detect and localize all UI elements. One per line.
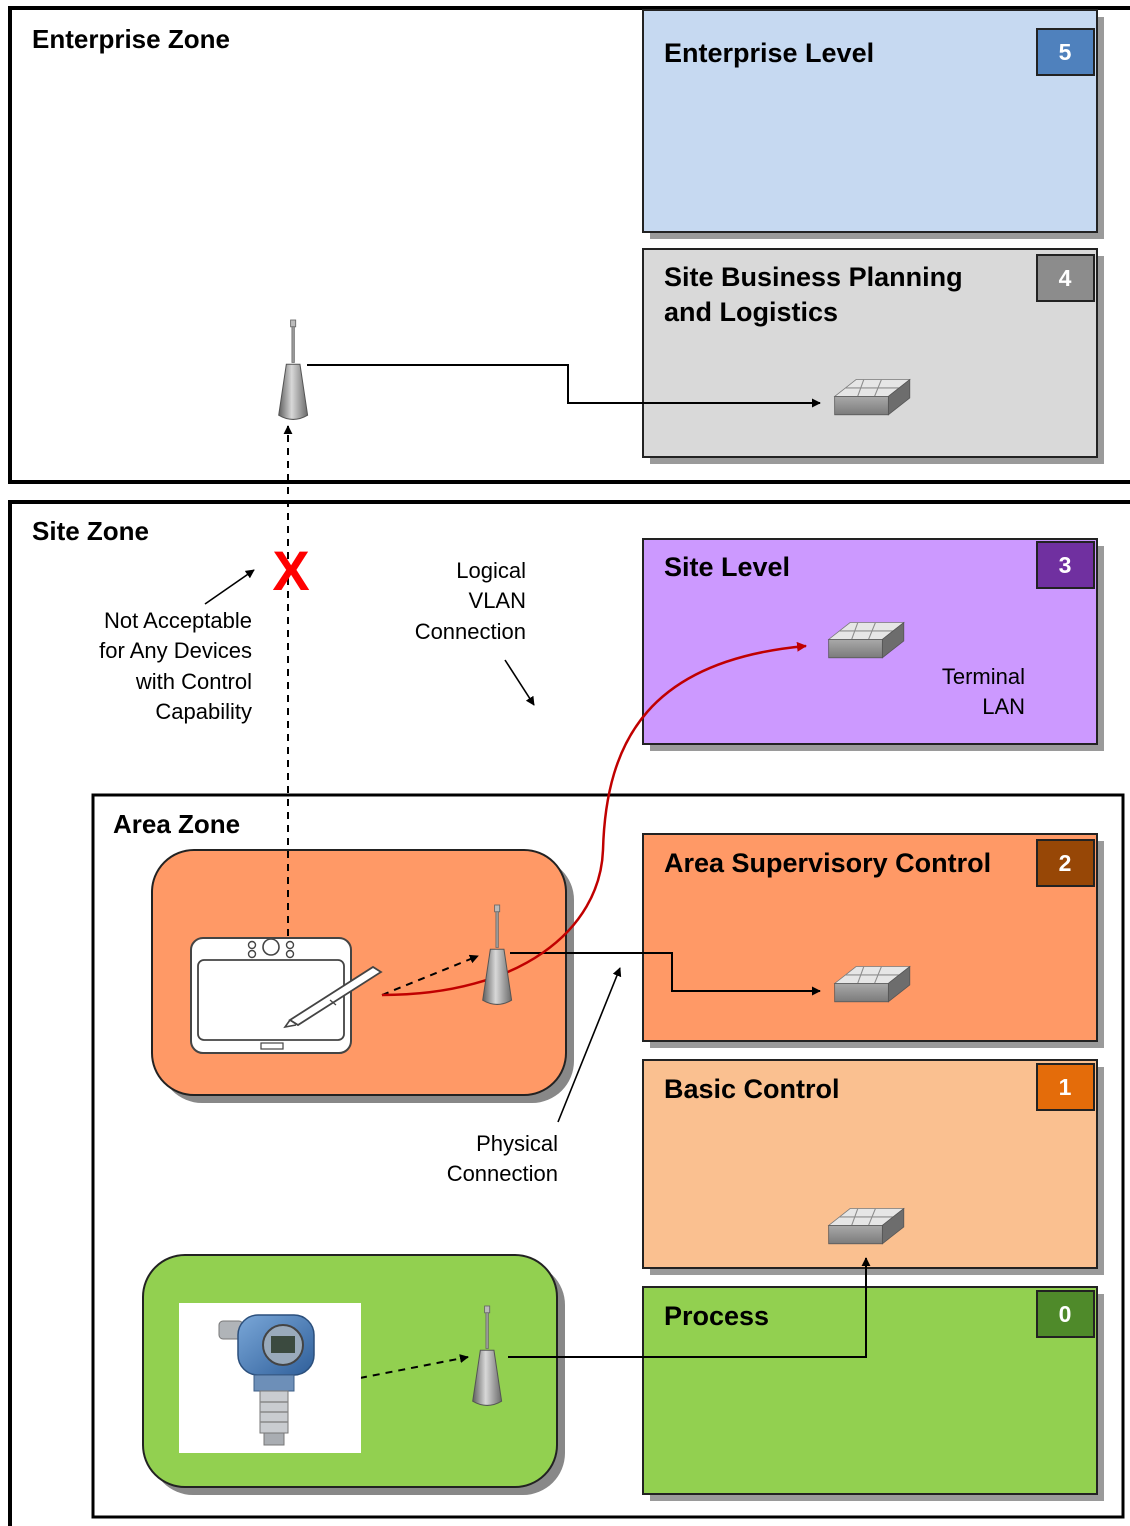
physical-link	[510, 952, 821, 996]
not-acceptable-pointer	[204, 569, 255, 605]
level-title: Site Level	[664, 552, 790, 582]
level-box	[642, 248, 1098, 458]
area-zone-title: Area Zone	[113, 809, 240, 839]
tablet-pen-icon	[190, 937, 383, 1054]
level-title: Enterprise Level	[664, 38, 874, 68]
note-line: Terminal	[942, 664, 1025, 689]
physical-link	[307, 364, 821, 408]
note-line: Connection	[415, 619, 526, 644]
level-number: 1	[1059, 1074, 1072, 1100]
level-title: Process	[664, 1301, 769, 1331]
note-line: Capability	[155, 699, 252, 724]
note-line: for Any Devices	[99, 638, 252, 663]
level-4-site-business: Site Business Planning and Logistics 4	[642, 248, 1104, 464]
level-0-process: Process 0	[642, 1286, 1104, 1501]
level-2-area-supervisory: Area Supervisory Control 2	[642, 833, 1104, 1048]
level-box	[642, 1286, 1098, 1495]
level-number: 0	[1059, 1301, 1072, 1327]
level-box	[642, 9, 1098, 233]
note-line: with Control	[135, 669, 252, 694]
level-number: 5	[1059, 39, 1072, 65]
note-line: Connection	[447, 1161, 558, 1186]
level-badge	[1036, 254, 1095, 302]
level-number: 2	[1059, 850, 1072, 876]
physical-note: Physical Connection	[447, 1131, 558, 1186]
note-line: Logical	[456, 558, 526, 583]
level-number: 3	[1059, 552, 1072, 578]
enterprise-zone: Enterprise Zone	[8, 6, 1130, 484]
level-5-enterprise: Enterprise Level 5	[642, 9, 1104, 239]
level-number: 4	[1059, 265, 1072, 291]
wireless-link	[359, 1354, 469, 1379]
physical-pointer	[557, 967, 622, 1123]
enterprise-zone-title: Enterprise Zone	[32, 24, 230, 54]
physical-link	[508, 1257, 871, 1358]
level-3-site: Site Level 3	[642, 538, 1104, 751]
level-badge	[1036, 839, 1095, 887]
level-badge	[1036, 1290, 1095, 1338]
site-zone: Site Zone	[8, 500, 1130, 1526]
note-line: VLAN	[469, 588, 526, 613]
note-line: Physical	[476, 1131, 558, 1156]
level-badge	[1036, 1063, 1095, 1111]
level-title: Site Business Planning	[664, 262, 963, 292]
level-title: Area Supervisory Control	[664, 848, 991, 878]
level-badge	[1036, 28, 1095, 76]
level-title-line-2: and Logistics	[664, 297, 838, 327]
pressure-transmitter-icon	[179, 1303, 361, 1453]
wireless-access-point-icon	[278, 319, 309, 420]
blocked-x-mark: X	[272, 539, 309, 602]
not-acceptable-note: Not Acceptable for Any Devices with Cont…	[99, 608, 252, 724]
wireless-link	[381, 954, 479, 996]
level-badge	[1036, 541, 1095, 589]
level-box	[642, 833, 1098, 1042]
terminal-lan-note: Terminal LAN	[942, 664, 1025, 719]
logical-vlan-pointer	[504, 659, 535, 706]
level-title: Basic Control	[664, 1074, 840, 1104]
logical-vlan-note: Logical VLAN Connection	[415, 558, 526, 644]
note-line: Not Acceptable	[104, 608, 252, 633]
note-line: LAN	[982, 694, 1025, 719]
site-zone-title: Site Zone	[32, 516, 149, 546]
